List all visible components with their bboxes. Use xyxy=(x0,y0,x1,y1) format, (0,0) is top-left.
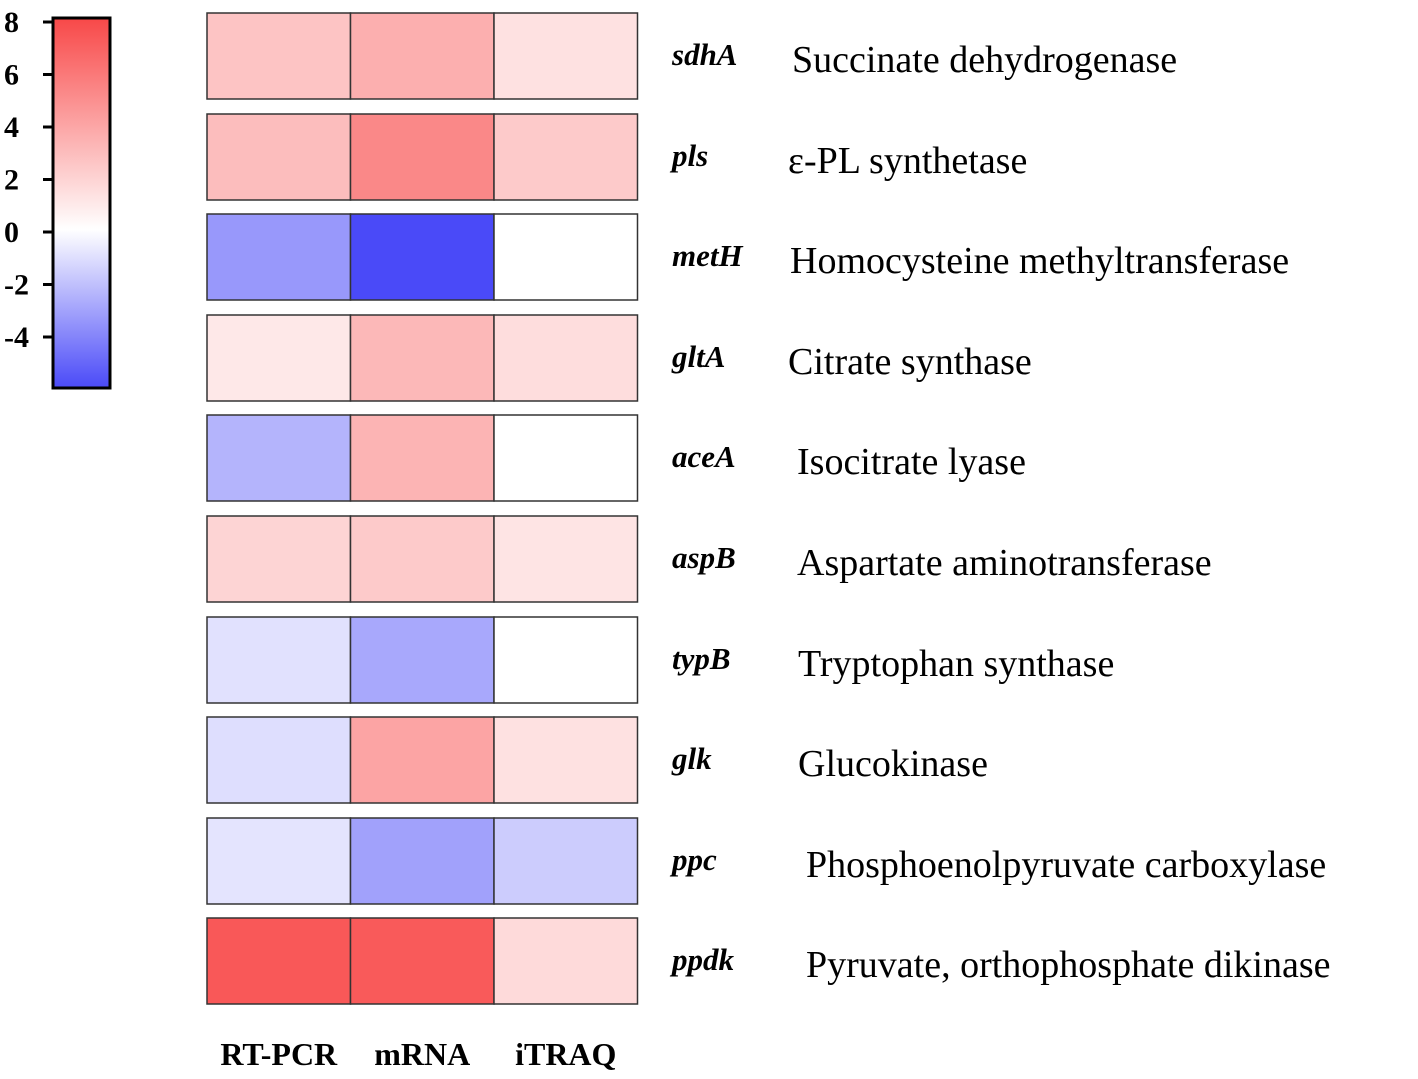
heatmap-cell-ppc-RT-PCR xyxy=(206,817,352,905)
gene-label: pls xyxy=(669,138,708,173)
colorbar: 8 6 4 2 0 -2 -4 xyxy=(4,6,112,390)
description-label: Glucokinase xyxy=(798,743,988,785)
heatmap-cell-ppdk-mRNA xyxy=(349,917,495,1005)
heatmap-cell-aspB-mRNA xyxy=(349,515,495,603)
colorbar-tick-label: -4 xyxy=(4,321,29,354)
description-label: Homocysteine methyltransferase xyxy=(790,240,1289,282)
gene-labels: sdhA pls metH gltA aceA aspB typB glk ppc ppdk xyxy=(669,37,743,977)
colorbar-gradient xyxy=(51,16,112,390)
heatmap-cell-ppc-mRNA xyxy=(349,817,495,905)
colorbar-tick-label: 0 xyxy=(4,216,19,249)
gene-label: ppdk xyxy=(669,942,735,977)
description-label: ε-PL synthetase xyxy=(788,140,1027,182)
gene-label: gltA xyxy=(671,339,725,374)
column-labels: RT-PCR mRNA iTRAQ xyxy=(220,1036,616,1072)
heatmap-cell-glk-iTRAQ xyxy=(493,716,639,804)
heatmap-cell-aceA-RT-PCR xyxy=(206,414,352,502)
heatmap-cell-pls-iTRAQ xyxy=(493,113,639,201)
heatmap-cell-glk-RT-PCR xyxy=(206,716,352,804)
heatmap-cell-ppdk-RT-PCR xyxy=(206,917,352,1005)
colorbar-tick-label: 4 xyxy=(4,111,19,144)
column-label: mRNA xyxy=(374,1036,470,1072)
heatmap-cell-glk-mRNA xyxy=(349,716,495,804)
colorbar-tick-label: 6 xyxy=(4,59,19,92)
gene-label: sdhA xyxy=(671,37,737,72)
description-label: Tryptophan synthase xyxy=(798,643,1114,685)
description-label: Pyruvate, orthophosphate dikinase xyxy=(806,944,1331,986)
description-label: Isocitrate lyase xyxy=(797,441,1026,483)
heatmap-cell-typB-iTRAQ xyxy=(493,616,639,704)
gene-label: glk xyxy=(671,741,712,776)
heatmap-cell-ppc-iTRAQ xyxy=(493,817,639,905)
heatmap-cell-aspB-RT-PCR xyxy=(206,515,352,603)
heatmap-cell-gltA-RT-PCR xyxy=(206,314,352,402)
heatmap-cell-metH-mRNA xyxy=(349,213,495,301)
column-label: iTRAQ xyxy=(515,1036,616,1072)
gene-label: metH xyxy=(672,238,743,273)
description-label: Phosphoenolpyruvate carboxylase xyxy=(806,844,1326,886)
heatmap-cell-pls-RT-PCR xyxy=(206,113,352,201)
gene-label: aceA xyxy=(672,439,736,474)
heatmap-cell-aspB-iTRAQ xyxy=(493,515,639,603)
heatmap-cell-ppdk-iTRAQ xyxy=(493,917,639,1005)
description-label: Aspartate aminotransferase xyxy=(797,542,1212,584)
gene-label: typB xyxy=(672,641,731,676)
gene-label: aspB xyxy=(672,540,736,575)
colorbar-tick-label: 2 xyxy=(4,164,19,197)
heatmap-cell-metH-RT-PCR xyxy=(206,213,352,301)
heatmap-cell-pls-mRNA xyxy=(349,113,495,201)
heatmap-cell-typB-mRNA xyxy=(349,616,495,704)
heatmap-cell-gltA-iTRAQ xyxy=(493,314,639,402)
heatmap-cell-metH-iTRAQ xyxy=(493,213,639,301)
colorbar-tick-label: -2 xyxy=(4,269,29,302)
column-label: RT-PCR xyxy=(220,1036,338,1072)
heatmap-cell-sdhA-RT-PCR xyxy=(206,12,352,100)
heatmap-cell-sdhA-mRNA xyxy=(349,12,495,100)
heatmap-cells xyxy=(206,12,639,1005)
description-label: Succinate dehydrogenase xyxy=(792,39,1177,81)
heatmap-cell-gltA-mRNA xyxy=(349,314,495,402)
description-label: Citrate synthase xyxy=(788,341,1032,383)
heatmap-cell-typB-RT-PCR xyxy=(206,616,352,704)
description-labels: Succinate dehydrogenase ε-PL synthetaseHo… xyxy=(788,39,1331,986)
colorbar-tick-label: 8 xyxy=(4,6,19,39)
heatmap-cell-aceA-iTRAQ xyxy=(493,414,639,502)
heatmap-cell-aceA-mRNA xyxy=(349,414,495,502)
heatmap-cell-sdhA-iTRAQ xyxy=(493,12,639,100)
gene-label: ppc xyxy=(669,842,717,877)
